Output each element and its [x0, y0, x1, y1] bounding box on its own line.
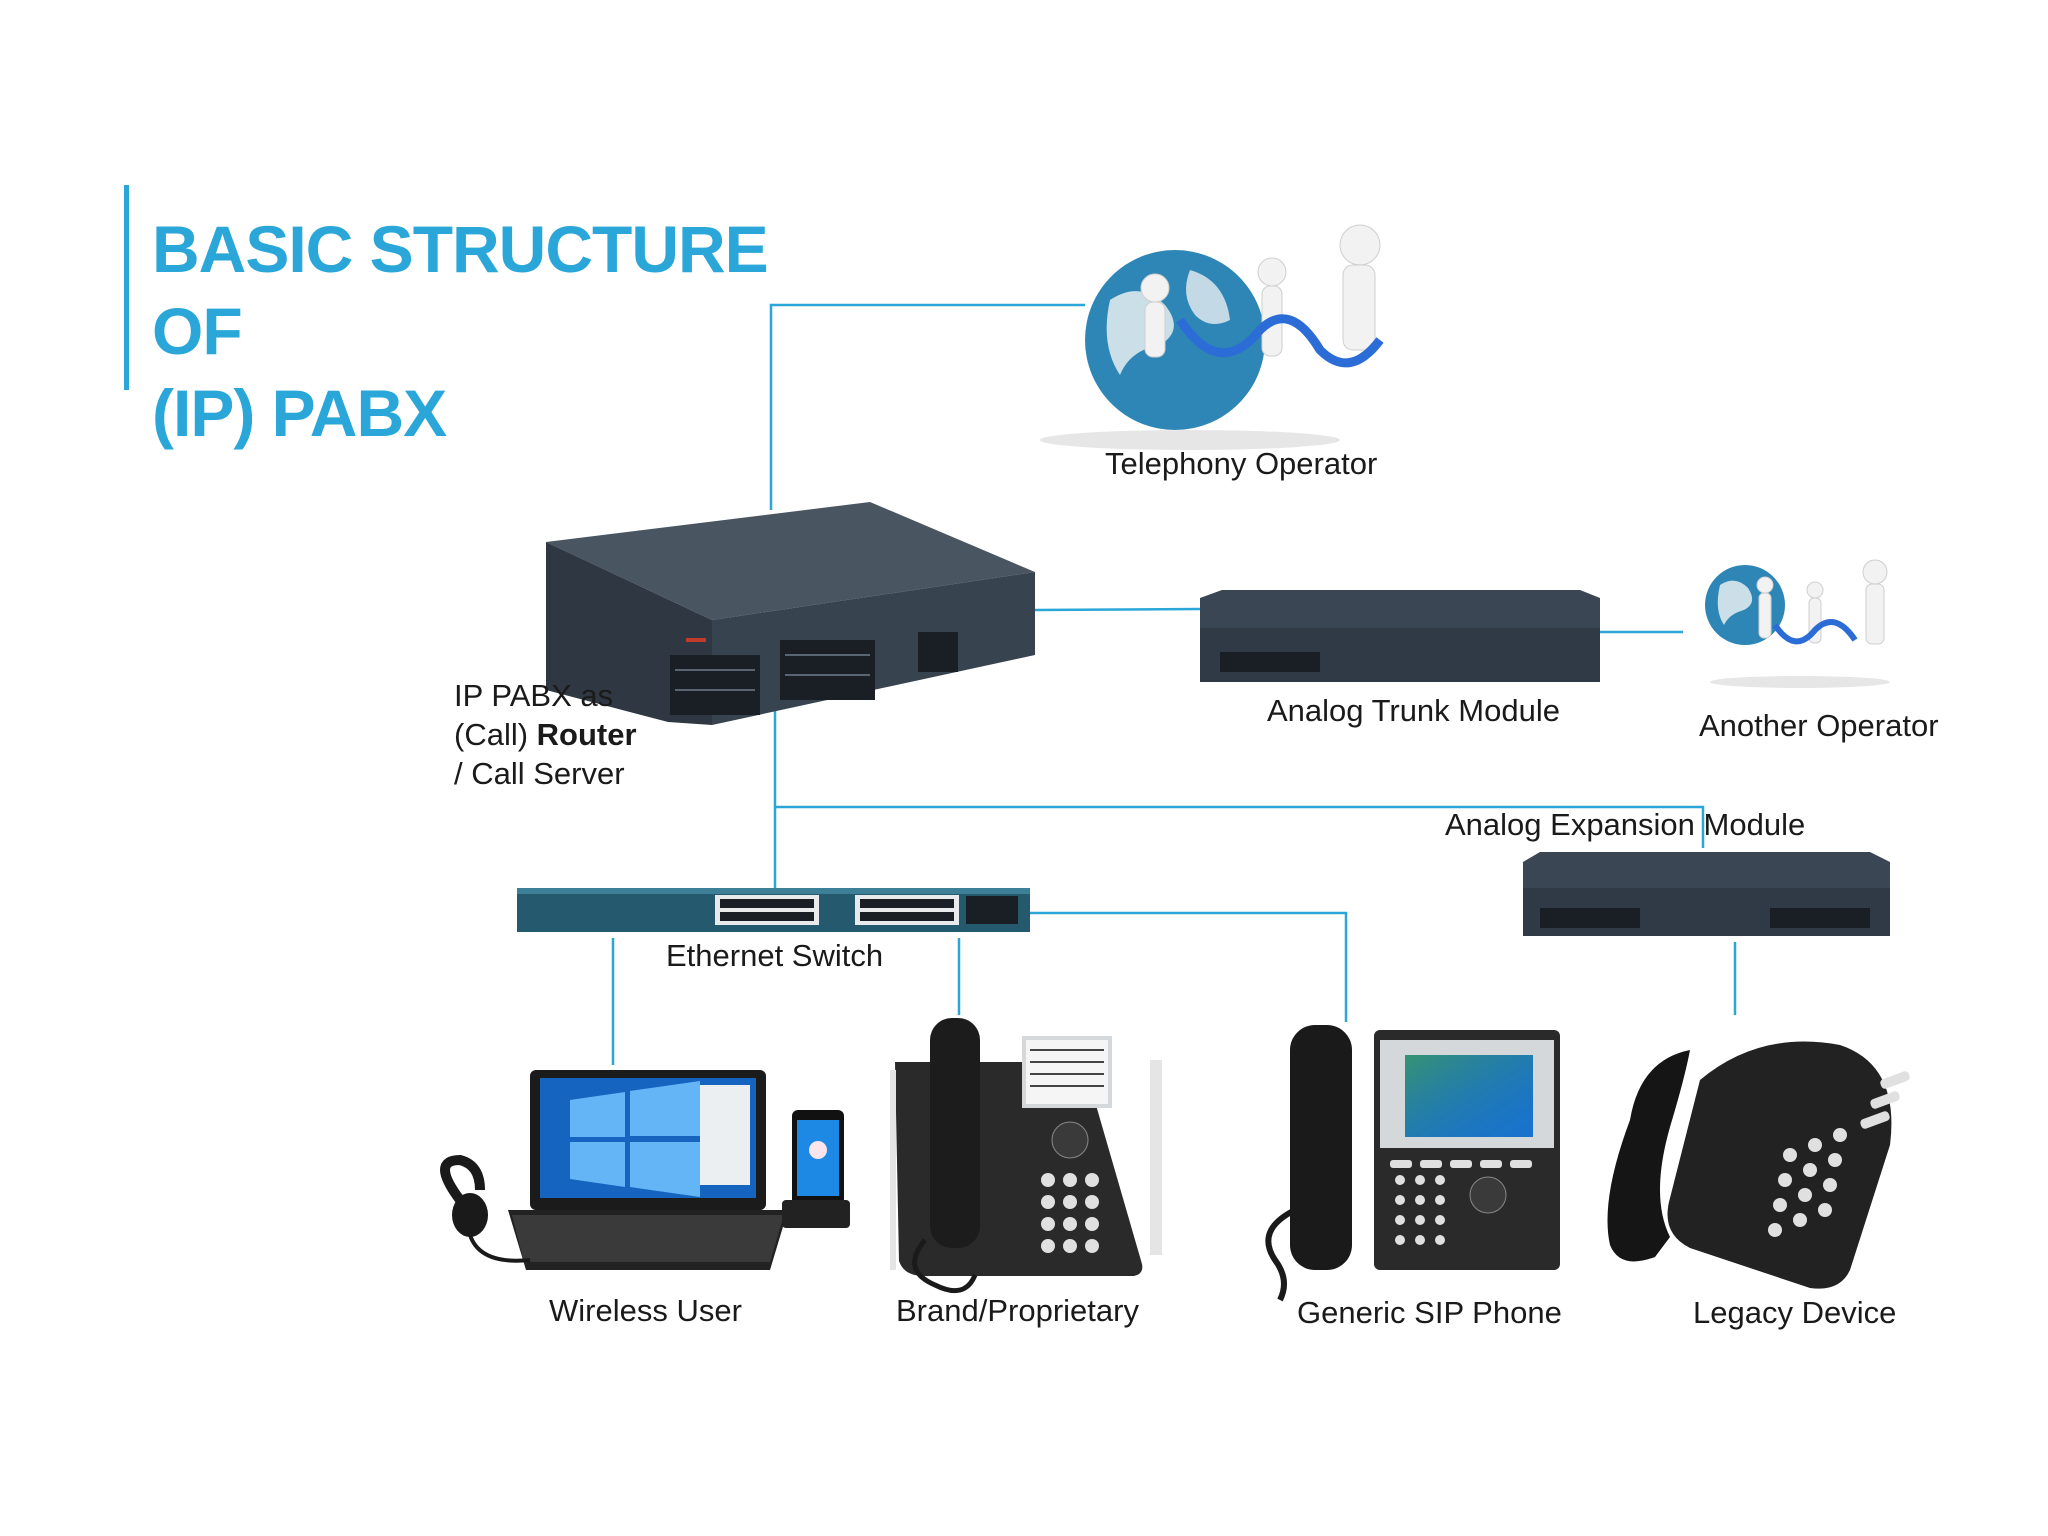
slide-title: BASIC STRUCTURE OF (IP) PABX	[152, 208, 872, 454]
rack-module-icon	[1523, 852, 1890, 936]
analog-phone-icon	[1607, 1041, 1910, 1289]
ip-pabx-label-prefix: (Call)	[454, 717, 537, 752]
rack-module-icon	[1200, 590, 1600, 682]
ethernet-switch-label: Ethernet Switch	[666, 938, 884, 973]
generic-sip-phone-label: Generic SIP Phone	[1297, 1295, 1562, 1330]
ip-pabx-label-line-1: IP PABX as	[454, 678, 614, 713]
ip-pabx-label: IP PABX as (Call) Router / Call Server	[454, 676, 637, 793]
line-pabx-trunk	[1034, 607, 1201, 612]
line-pabx-telephony	[769, 303, 1085, 510]
sip-phone-icon	[1265, 1025, 1560, 1302]
brand-proprietary-label: Brand/Proprietary	[896, 1293, 1139, 1328]
legacy-device-label: Legacy Device	[1693, 1295, 1897, 1330]
analog-expansion-module-label: Analog Expansion Module	[1445, 807, 1806, 842]
ip-pabx-label-router: Router	[536, 717, 637, 752]
wireless-user-label: Wireless User	[549, 1293, 742, 1328]
line-pabx-expansion	[775, 805, 1705, 848]
analog-trunk-module-label: Analog Trunk Module	[1267, 693, 1560, 728]
line-switch-sip	[1030, 911, 1348, 1022]
ip-desk-phone-icon	[890, 1018, 1162, 1294]
title-accent-bar	[124, 185, 129, 390]
laptop-with-headset-icon	[440, 1070, 850, 1270]
ip-pabx-label-line-3: / Call Server	[454, 756, 625, 791]
ethernet-switch-icon	[517, 888, 1030, 932]
globe-with-figures-icon	[1705, 559, 1890, 688]
another-operator-label: Another Operator	[1699, 708, 1939, 743]
telephony-operator-label: Telephony Operator	[1105, 446, 1378, 481]
title-line-1: BASIC STRUCTURE OF	[152, 212, 769, 368]
globe-with-figures-icon	[1040, 224, 1384, 450]
connector-lines	[611, 303, 1737, 1065]
pabx-chassis-icon	[546, 502, 1035, 725]
title-line-2: (IP) PABX	[152, 376, 447, 450]
ip-pabx-label-line-2: (Call) Router	[454, 715, 637, 754]
